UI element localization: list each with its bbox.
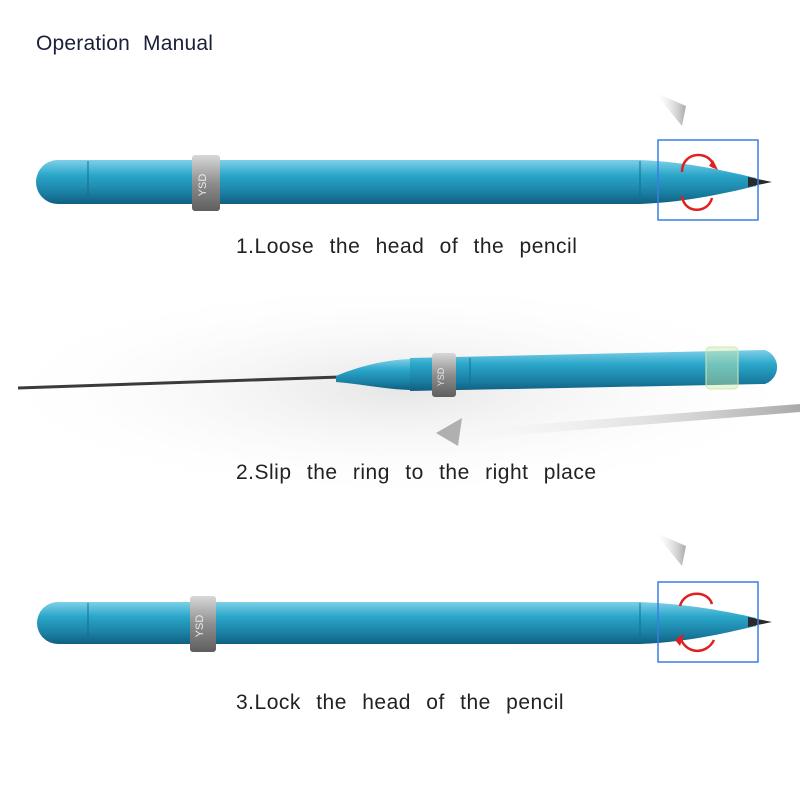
ring-step-1 [192,155,220,211]
pencil-step-1: YSD [36,155,772,211]
ghost-ring-target [705,346,739,390]
ring-step-2 [432,353,456,397]
pointer-arrow-icon [654,92,686,126]
step-2-caption: 2.Slip the ring to the right place [236,461,597,484]
highlight-box-step-1 [657,139,759,221]
ring-logo-text: YSD [197,174,209,197]
ring-step-3 [190,596,216,652]
highlight-box-step-3 [657,581,759,663]
page-title: Operation Manual [36,32,214,55]
arrow-head-icon [436,418,462,446]
step-1-caption: 1.Loose the head of the pencil [236,235,578,258]
pencil-step-2: YSD [17,346,778,397]
rotate-arrow-icon [675,592,716,652]
ring-logo-text: YSD [436,367,446,386]
step-3-caption: 3.Lock the head of the pencil [236,691,565,714]
ring-logo-text: YSD [194,615,206,638]
pointer-arrow-left-icon [434,404,800,440]
pointer-arrow-icon [654,532,686,566]
pencil-step-3: YSD [37,596,772,652]
rotate-arrow-icon [680,153,718,211]
